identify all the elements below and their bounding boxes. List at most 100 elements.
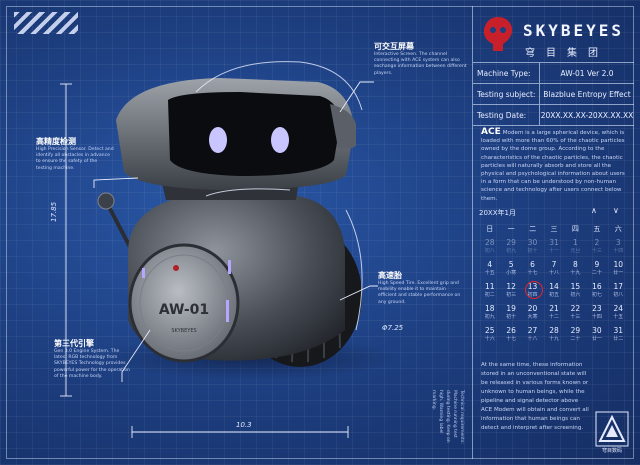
- day-number: 22: [570, 304, 581, 313]
- spec-row: Testing subject:Blazblue Entropy Effect: [473, 84, 634, 105]
- day-lunar: 十三: [570, 314, 581, 320]
- day-lunar: 初十: [506, 314, 517, 320]
- day-lunar: 十九: [548, 336, 559, 342]
- day-lunar: 大寒: [527, 314, 538, 320]
- day-lunar: 十五: [613, 314, 624, 320]
- hub-model-text: AW-01: [159, 302, 209, 318]
- day-lunar: 初五: [548, 292, 559, 298]
- day-lunar: 十八: [548, 270, 559, 276]
- spec-label: Machine Type:: [473, 63, 540, 83]
- right-eye: [271, 127, 289, 153]
- wheel-dimension: Φ7.25: [382, 324, 404, 332]
- calendar-prev-button[interactable]: ∧: [591, 206, 597, 215]
- callout-screen: 可交互屏幕 Interactive Screen. The channel co…: [374, 41, 468, 77]
- calendar-header: 20XX年1月 ∧ ∨: [479, 204, 629, 220]
- day-number: 24: [613, 304, 624, 313]
- description-lead: ACE: [481, 127, 501, 137]
- weekday-label: 日: [486, 225, 494, 233]
- day-lunar: 十七: [527, 270, 538, 276]
- day-lunar: 十八: [527, 336, 538, 342]
- technical-requirements: Technical requirements: Machine running …: [431, 390, 464, 444]
- day-lunar: 廿一: [591, 336, 602, 342]
- brand-name-cn: 穹目集团: [525, 48, 609, 59]
- robot-illustration: AW-01 SKYBEYES: [60, 61, 400, 438]
- side-hub: [128, 243, 240, 363]
- calendar-next-button[interactable]: ∨: [613, 206, 619, 215]
- day-number: 8: [573, 260, 578, 269]
- callout-text: Interactive Screen. The channel connecti…: [374, 52, 467, 76]
- spec-value: Blazblue Entropy Effect: [543, 89, 631, 99]
- callout-text: Gen 3.0 Engine System. The latest RGB te…: [54, 349, 130, 379]
- day-lunar: 初三: [506, 292, 517, 298]
- spec-row: Testing Date:20XX.XX.XX-20XX.XX.XX: [473, 105, 634, 126]
- weekday-label: 一: [507, 225, 515, 233]
- calendar-month: 20XX年1月: [479, 209, 516, 217]
- weekday-label: 四: [571, 225, 579, 233]
- day-number: 5: [508, 260, 514, 269]
- day-number: 3: [615, 238, 621, 247]
- description-body: Modem is a large spherical device, which…: [481, 130, 625, 202]
- day-lunar: 十四: [613, 248, 624, 254]
- day-number: 12: [506, 282, 516, 291]
- day-lunar: 初七: [591, 292, 602, 298]
- day-lunar: 初九: [506, 248, 517, 254]
- info-panel: SKYBEYES 穹目集团 Machine Type:AW-01 Ver 2.0…: [473, 6, 634, 459]
- day-number: 6: [530, 260, 535, 269]
- day-number: 30: [527, 238, 538, 247]
- day-lunar: 初六: [570, 292, 581, 298]
- weekday-label: 五: [593, 225, 601, 233]
- callout-title: 高精度检测: [36, 137, 76, 146]
- day-number: 14: [549, 282, 559, 291]
- day-lunar: 十三: [591, 248, 602, 254]
- day-number: 21: [549, 304, 559, 313]
- height-dimension: 17.85: [50, 201, 58, 222]
- panel-divider: [472, 6, 473, 459]
- dimension-lines: [60, 83, 349, 438]
- day-number: 23: [592, 304, 602, 313]
- sketch-lines: [195, 61, 363, 331]
- day-number: 29: [570, 326, 581, 335]
- day-lunar: 小寒: [506, 270, 517, 276]
- day-number: 11: [484, 282, 495, 291]
- weekday-label: 二: [529, 225, 537, 233]
